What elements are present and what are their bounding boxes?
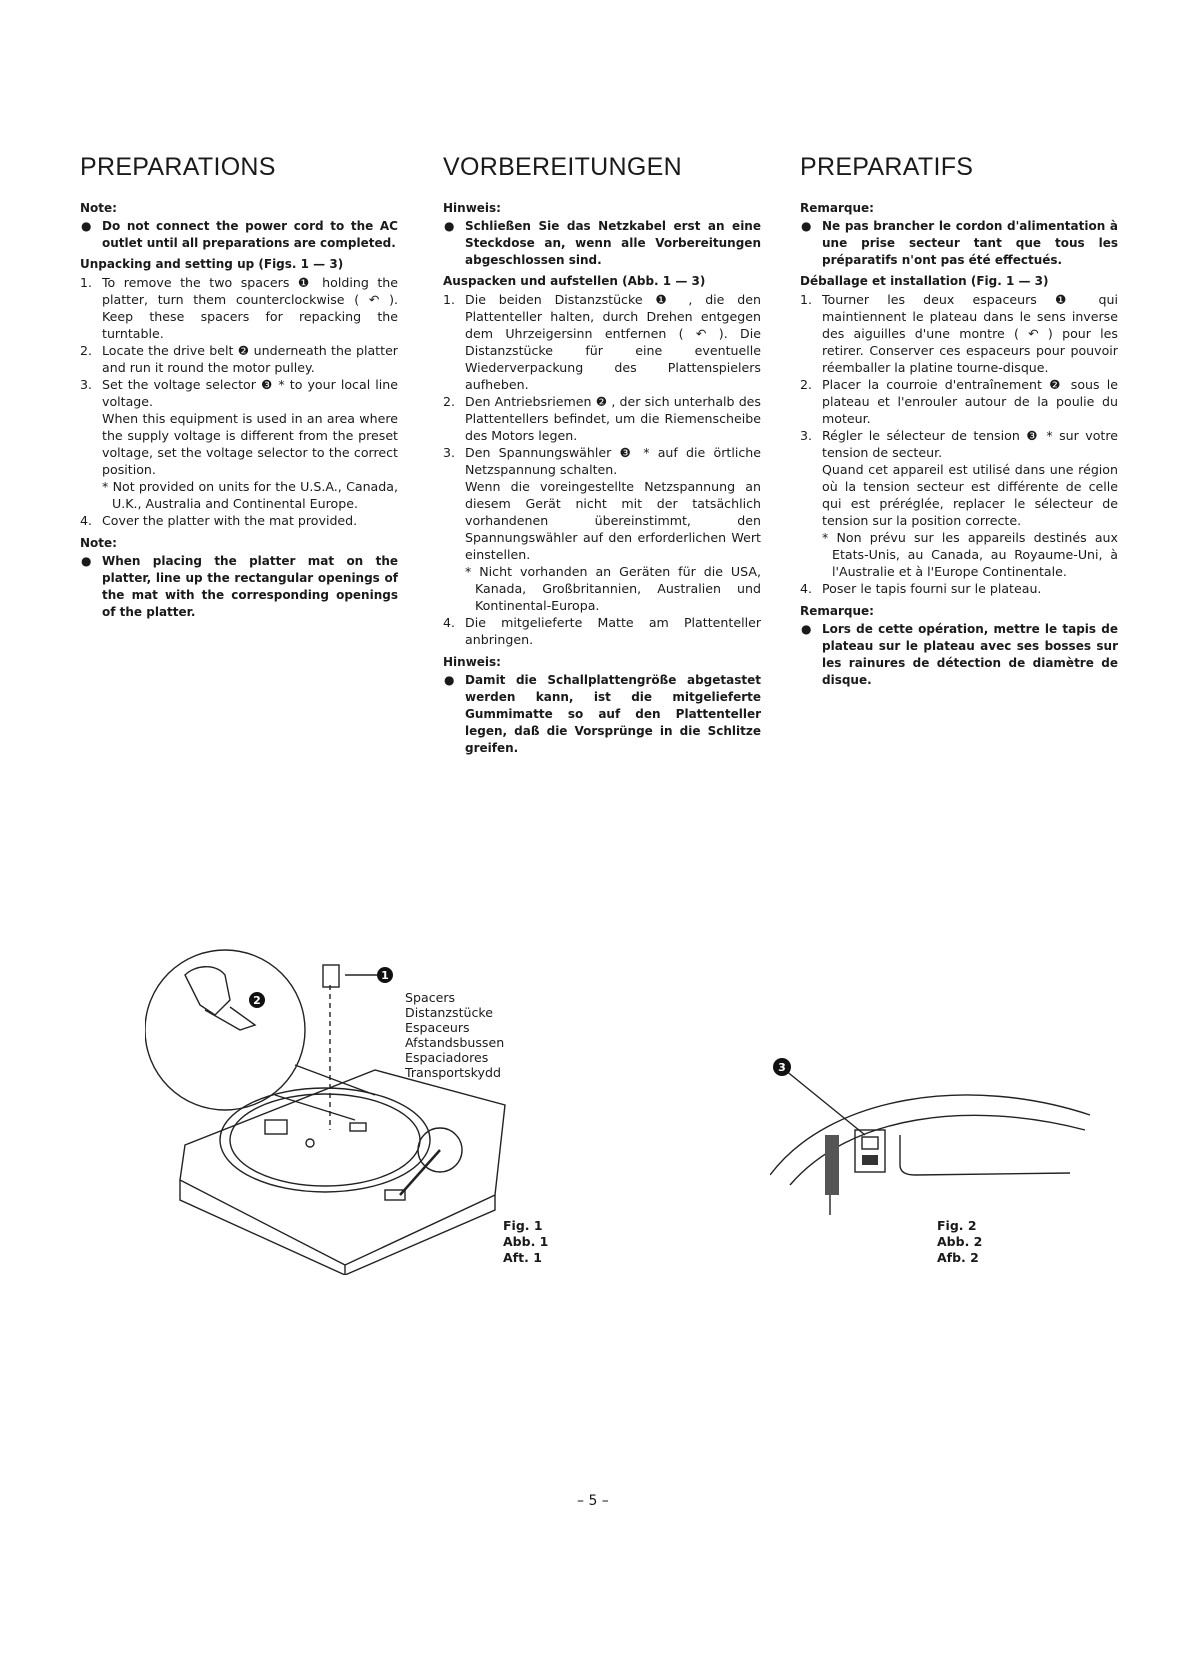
note-text: ●When placing the platter mat on the pla… [81,554,398,619]
step-item: 3.Régler le sélecteur de tension ❸ * sur… [800,428,1118,579]
subsection-heading: Unpacking and setting up (Figs. 1 — 3) [80,257,344,271]
spindle [305,1138,315,1148]
steps-list: 1.To remove the two spacers ❶ holding th… [80,274,398,529]
step-item: 2.Den Antriebsriemen ❷ , der sich unterh… [443,394,761,443]
step-footnote: * Not provided on units for the U.S.A., … [102,479,398,511]
callout-1-label: 1 [381,969,389,982]
note-text: ●Lors de cette opération, mettre le tapi… [801,622,1118,687]
note-text: ●Damit die Schallplattengröße abgetastet… [444,673,761,755]
spacer-icon [322,964,340,988]
mat-opening [349,1122,367,1132]
switch-slot [861,1136,879,1150]
bullet-icon: ● [81,554,92,568]
note-text: ●Schließen Sie das Netzkabel erst an ein… [444,219,761,267]
step-item: 3.Set the voltage selector ❸ * to your l… [80,377,398,511]
tonearm [399,1149,441,1196]
step-item: 1.Die beiden Distanzstücke ❶ , die den P… [443,292,761,392]
turntable-illustration: 2 1 [145,949,506,1275]
zoom-line [274,1094,356,1121]
page-number: – 5 – [577,1493,609,1509]
turntable-front [179,1180,346,1275]
turntable-side [344,1195,496,1275]
tonearm-base [417,1127,463,1173]
headshell [384,1189,406,1201]
subsection-heading: Auspacken und aufstellen (Abb. 1 — 3) [443,274,706,288]
platter-outline [770,1094,1090,1176]
platter [219,1087,431,1193]
step-item: 4.Poser le tapis fourni sur le plateau. [800,581,1042,596]
step-item: 3.Den Spannungswähler ❸ * auf die örtlic… [443,445,761,613]
step-footnote: * Nicht vorhanden an Geräten für die USA… [465,564,761,613]
spacer-label: Espaciadores [405,1050,489,1065]
column-french: PREPARATIFS Remarque: ●Ne pas brancher l… [800,152,1118,689]
note-label: Remarque: [800,201,874,215]
switch-knob [862,1155,878,1165]
section-title: PREPARATIONS [80,153,276,181]
platter-rim [229,1093,421,1187]
steps-list: 1.Die beiden Distanzstücke ❶ , die den P… [443,291,761,648]
bullet-icon: ● [801,219,812,233]
step-item: 2.Placer la courroie d'entraînement ❷ so… [800,377,1118,426]
spacer-label: Distanzstücke [405,1005,494,1020]
leader-line [784,1069,866,1136]
column-english: PREPARATIONS Note: ●Do not connect the p… [80,152,398,621]
callout-2-label: 2 [253,994,261,1007]
step-item: 1.To remove the two spacers ❶ holding th… [80,275,398,341]
step-extra: Quand cet appareil est utilisé dans une … [822,462,1118,528]
step-item: 2.Locate the drive belt ❷ underneath the… [80,343,398,375]
bullet-icon: ● [444,219,455,233]
section-title: VORBEREITUNGEN [443,153,682,181]
callout-3-label: 3 [778,1061,786,1074]
note-label: Note: [80,536,117,550]
figure-1-caption: Fig. 1 Abb. 1 Aft. 1 [503,1218,549,1265]
step-item: 1.Tourner les deux espaceurs ❶ qui maint… [800,292,1118,375]
subsection-heading: Déballage et installation (Fig. 1 — 3) [800,274,1049,288]
voltage-selector-illustration: 3 [770,1058,1090,1215]
spacer-label: Spacers [405,990,456,1005]
note-text: ●Do not connect the power cord to the AC… [81,219,398,250]
callout-1-icon [377,967,393,983]
bullet-icon: ● [444,673,455,687]
note-label: Remarque: [800,604,874,618]
step-extra: When this equipment is used in an area w… [102,411,398,477]
bullet-icon: ● [801,622,812,636]
step-extra: Wenn die voreingestellte Netzspannung an… [465,479,761,562]
note-label: Hinweis: [443,655,501,669]
zoom-line [294,1064,376,1096]
note-label: Hinweis: [443,201,501,215]
bullet-icon: ● [81,219,92,233]
spacer-label: Afstandsbussen [405,1035,505,1050]
spacer-label: Espaceurs [405,1020,470,1035]
callout-3-icon [773,1058,791,1076]
spacer-label: Transportskydd [405,1065,501,1080]
column-german: VORBEREITUNGEN Hinweis: ●Schließen Sie d… [443,152,761,757]
platter-inner-outline [789,1114,1086,1186]
voltage-selector-switch [854,1129,886,1173]
mat-opening [264,1119,288,1135]
note-text: ●Ne pas brancher le cordon d'alimentatio… [801,219,1118,267]
spacer-labels: Spacers Distanzstücke Espaceurs Afstands… [405,990,504,1080]
belt-detail [204,1006,257,1031]
figure-2-caption: Fig. 2 Abb. 2 Afb. 2 [937,1218,983,1265]
step-footnote: * Non prévu sur les appareils destinés a… [822,530,1118,579]
cabinet-recess [899,1135,1071,1176]
detail-circle [145,949,306,1111]
voltage-label-plate [825,1135,839,1195]
steps-list: 1.Tourner les deux espaceurs ❶ qui maint… [800,291,1118,597]
turntable-body [179,1069,506,1266]
note-label: Note: [80,201,117,215]
hand-icon [184,966,231,1016]
step-item: 4.Die mitgelieferte Matte am Plattentell… [443,615,761,647]
section-title: PREPARATIFS [800,153,974,181]
step-item: 4.Cover the platter with the mat provide… [80,513,358,528]
callout-2-icon [249,992,265,1008]
